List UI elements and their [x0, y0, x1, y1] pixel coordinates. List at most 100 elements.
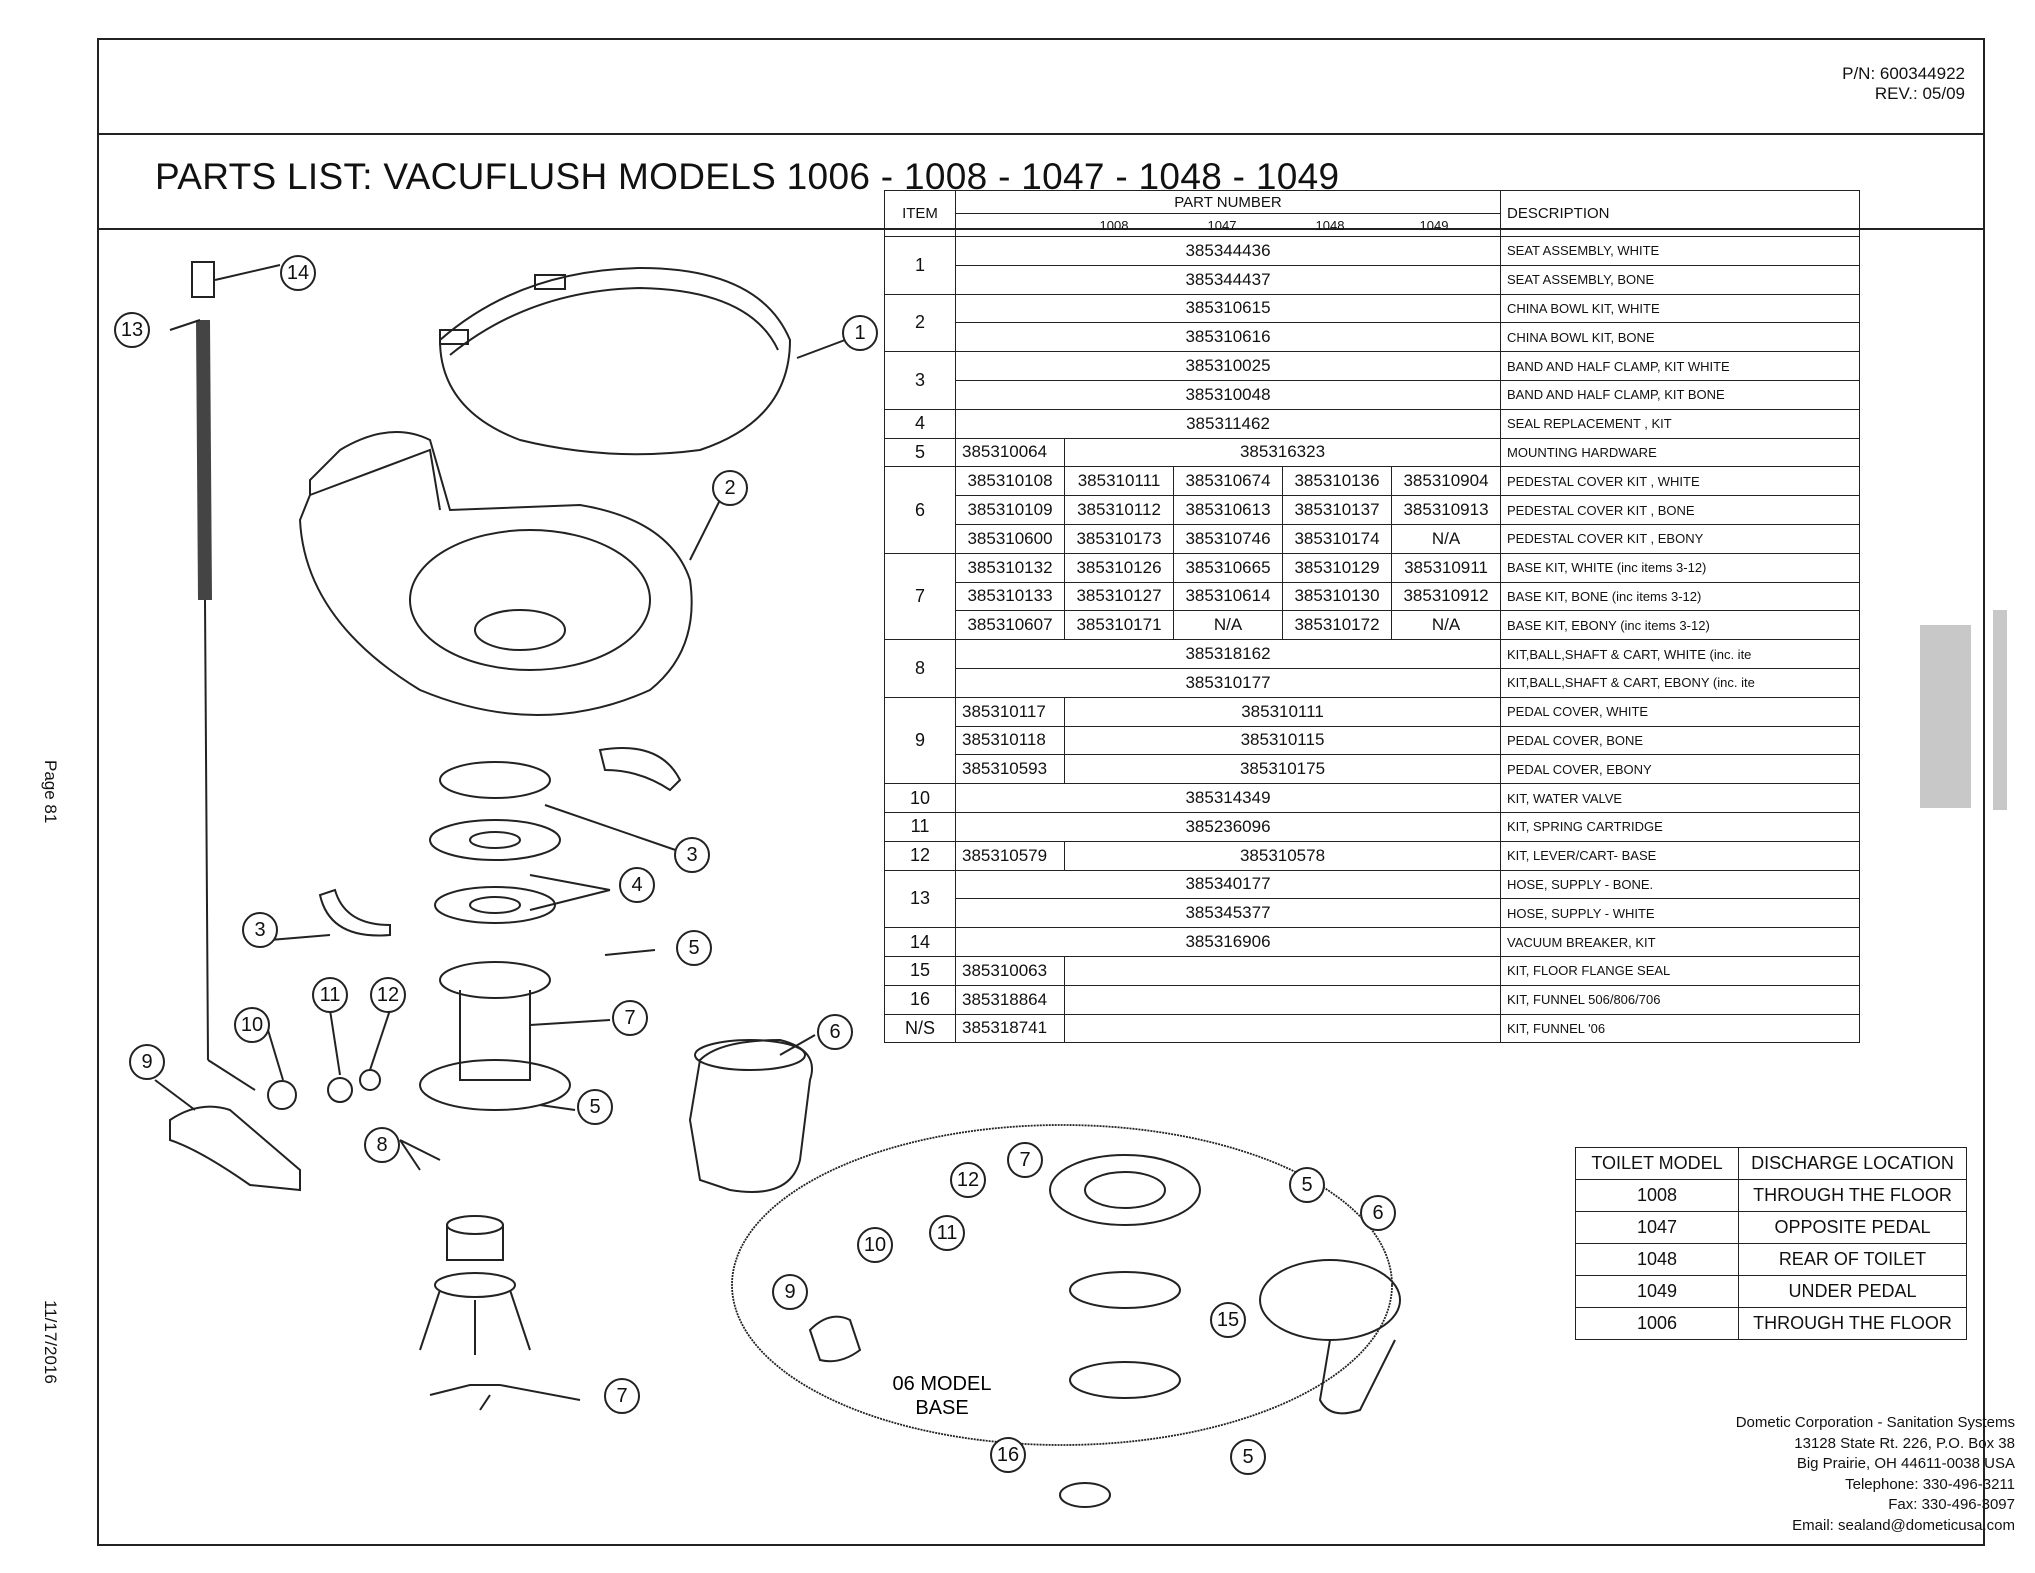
callout-label: 10 — [864, 1234, 886, 1256]
description-cell: MOUNTING HARDWARE — [1500, 437, 1860, 468]
part-number-cell: N/A — [1391, 523, 1501, 554]
description-cell: PEDAL COVER, WHITE — [1500, 696, 1860, 727]
part-number-cell: 385310129 — [1282, 552, 1392, 583]
callout-label: 12 — [957, 1169, 979, 1191]
item-cell: 4 — [884, 408, 956, 439]
item-cell: N/S — [884, 1013, 956, 1044]
part-number-cell: 385310613 — [1173, 495, 1283, 525]
page-tab-marker — [1920, 625, 1971, 808]
item-cell: 3 — [884, 351, 956, 410]
part-number-cell: 385310746 — [1173, 523, 1283, 554]
callout-10 — [234, 1007, 270, 1043]
col-part-header: PART NUMBER — [955, 190, 1501, 214]
part-number-cell: 385314349 — [955, 783, 1501, 813]
part-number-cell: 385310117 — [955, 696, 1065, 727]
part-number-cell: 385310127 — [1064, 581, 1174, 612]
part-number-cell: 385310593 — [955, 754, 1065, 785]
item-cell: 13 — [884, 869, 956, 929]
callout-label: 11 — [320, 984, 341, 1006]
part-number-cell: N/A — [1391, 610, 1501, 641]
item-cell: 1 — [884, 236, 956, 295]
part-number-cell: 385316906 — [955, 927, 1501, 957]
callout-label: 11 — [937, 1222, 958, 1244]
description-cell: CHINA BOWL KIT, BONE — [1500, 322, 1860, 353]
address-line: Big Prairie, OH 44611-0038 USA — [1796, 1455, 2015, 1472]
callout-06-6 — [1360, 1195, 1396, 1231]
part-number-cell: 385345377 — [955, 898, 1501, 929]
part-number-cell: 385318864 — [955, 984, 1065, 1015]
part-number-cell: 385310912 — [1391, 581, 1501, 612]
part-number-cell: 385310130 — [1282, 581, 1392, 612]
callout-06-15 — [1210, 1302, 1246, 1338]
part-number-cell: 385310048 — [955, 379, 1501, 410]
callout-label: 5 — [589, 1096, 600, 1118]
callout-label: 5 — [688, 937, 699, 959]
description-cell: KIT,BALL,SHAFT & CART, EBONY (inc. ite — [1500, 667, 1860, 698]
header-divider — [99, 133, 1983, 135]
part-number-cell: 385318741 — [955, 1013, 1065, 1044]
description-cell: BASE KIT, EBONY (inc items 3-12) — [1500, 610, 1860, 641]
part-number-cell: N/A — [1173, 610, 1283, 641]
discharge-location-cell: REAR OF TOILET — [1738, 1243, 1967, 1276]
part-number-cell: 385310118 — [955, 725, 1065, 756]
part-number-cell: 385310064 — [955, 437, 1065, 468]
description-cell: PEDESTAL COVER KIT , BONE — [1500, 495, 1860, 525]
callout-label: 16 — [997, 1444, 1019, 1466]
part-number-cell: 385310913 — [1391, 495, 1501, 525]
toilet-table-header: TOILET MODEL DISCHARGE LOCATION — [1575, 1147, 1967, 1180]
callout-6 — [817, 1014, 853, 1050]
part-number-cell: 385310173 — [1064, 523, 1174, 554]
address-line: Dometic Corporation - Sanitation Systems — [1735, 1414, 2015, 1431]
item-cell: 5 — [884, 437, 956, 468]
discharge-location-cell: UNDER PEDAL — [1738, 1275, 1967, 1308]
discharge-location-cell: THROUGH THE FLOOR — [1738, 1179, 1967, 1212]
callout-06-16 — [990, 1437, 1026, 1473]
description-cell: BAND AND HALF CLAMP, KIT BONE — [1500, 379, 1860, 410]
description-cell: PEDAL COVER, BONE — [1500, 725, 1860, 756]
description-cell: SEAT ASSEMBLY, WHITE — [1500, 236, 1860, 266]
base-label-line2: BASE — [915, 1397, 968, 1419]
part-number-cell: 385310175 — [1064, 754, 1501, 785]
part-number-cell: 385340177 — [955, 869, 1501, 900]
discharge-location-cell: THROUGH THE FLOOR — [1738, 1307, 1967, 1340]
toilet-model-cell: 1047 — [1575, 1211, 1739, 1244]
callout-9 — [129, 1044, 165, 1080]
col-item-header: ITEM — [884, 190, 956, 237]
part-number-cell: 385310111 — [1064, 696, 1501, 727]
callout-4 — [619, 867, 655, 903]
callout-label: 3 — [686, 844, 697, 866]
part-number-cell: 385310174 — [1282, 523, 1392, 554]
part-number-cell — [1064, 984, 1501, 1015]
description-cell: HOSE, SUPPLY - BONE. — [1500, 869, 1860, 900]
part-number-cell: 385310579 — [955, 840, 1065, 871]
part-number-cell: 385318162 — [955, 639, 1501, 669]
callout-5 — [676, 930, 712, 966]
callout-1 — [842, 315, 878, 351]
pedestal-cover — [688, 1038, 813, 1193]
item-cell: 9 — [884, 696, 956, 785]
discharge-location-cell: OPPOSITE PEDAL — [1738, 1211, 1967, 1244]
callout-7b — [604, 1378, 640, 1414]
description-cell: VACUUM BREAKER, KIT — [1500, 927, 1860, 957]
callout-06-9 — [772, 1274, 808, 1310]
callout-13 — [114, 312, 150, 348]
part-number-cell: 385310616 — [955, 322, 1501, 353]
part-number-cell: 385316323 — [1064, 437, 1501, 468]
part-number-cell: 385310674 — [1173, 466, 1283, 497]
